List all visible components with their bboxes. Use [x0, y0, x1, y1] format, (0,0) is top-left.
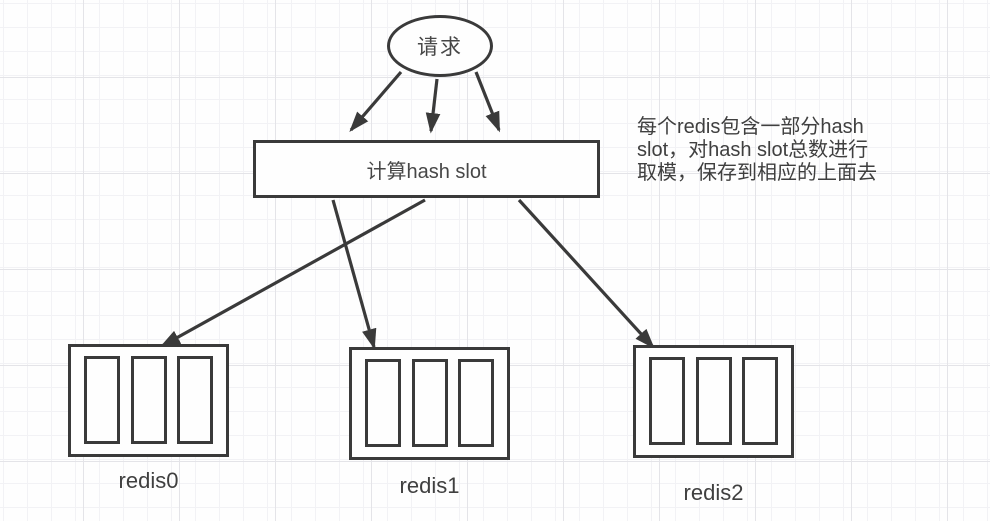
arrow-hashbox-to-redis2 — [517, 198, 655, 349]
request-node: 请求 — [387, 15, 493, 77]
hash-slot-segment — [84, 356, 120, 444]
arrow-hashbox-to-redis1 — [331, 199, 377, 350]
hash-slot-segment — [177, 356, 213, 444]
redis-node-0-label: redis0 — [118, 468, 179, 493]
hash-slot-box-label: 计算hash slot — [366, 160, 487, 183]
redis-node-1 — [349, 347, 510, 460]
note-text: 每个redis包含一部分hash slot，对hash slot总数进行 取模，… — [637, 116, 937, 185]
hash-slot-segment — [458, 359, 494, 447]
redis-node-1-label: redis1 — [399, 473, 460, 498]
note-line-3: 取模，保存到相应的上面去 — [637, 162, 877, 184]
redis-node-2 — [633, 345, 794, 458]
hash-slot-segment — [130, 356, 167, 444]
hash-slot-segment — [695, 357, 732, 445]
redis-node-0 — [68, 344, 229, 457]
hash-slot-segment — [365, 359, 401, 447]
note-line-2: slot，对hash slot总数进行 — [637, 139, 869, 161]
arrow-request-to-hashbox-left — [349, 70, 403, 132]
arrow-request-to-hashbox-middle — [425, 78, 441, 134]
hash-slot-segment — [742, 357, 778, 445]
arrow-request-to-hashbox-right — [474, 71, 501, 133]
note-line-1: 每个redis包含一部分hash — [637, 116, 864, 138]
arrow-hashbox-to-redis0 — [159, 198, 426, 348]
redis-node-2-label: redis2 — [683, 480, 744, 505]
request-label: 请求 — [417, 36, 463, 59]
hash-slot-segment — [411, 359, 448, 447]
hash-slot-segment — [649, 357, 685, 445]
hash-slot-box: 计算hash slot — [253, 140, 600, 198]
